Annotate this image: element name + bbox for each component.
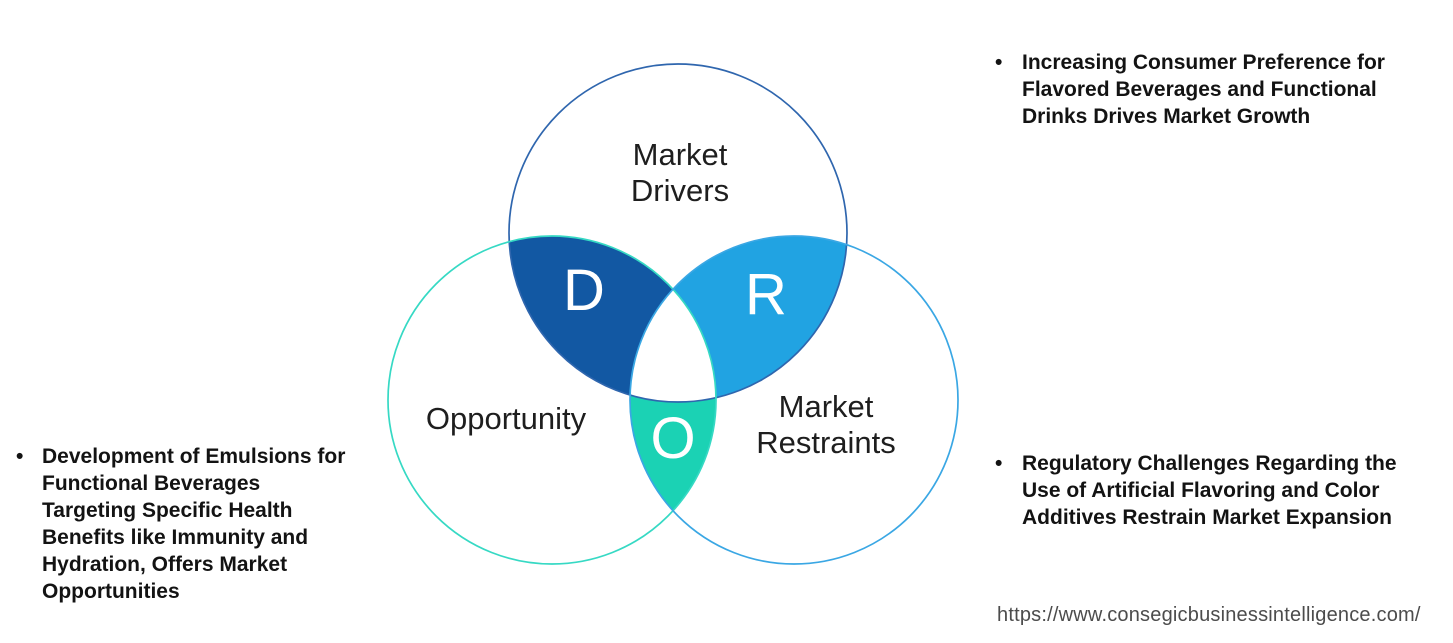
opportunity-bullet-text: Development of Emulsions for Functional … [42, 443, 345, 605]
bullet-line: Hydration, Offers Market [42, 553, 288, 576]
drivers-label: Market Drivers [630, 137, 730, 208]
driver-bullet-text: Increasing Consumer Preference for Flavo… [1022, 49, 1385, 130]
bullet-line: Use of Artificial Flavoring and Color [1022, 479, 1380, 502]
bullet-dot: • [995, 452, 1003, 475]
bullet-line: Increasing Consumer Preference for [1022, 51, 1385, 74]
bullet-line: Flavored Beverages and Functional [1022, 78, 1377, 101]
driver-bullet: • Increasing Consumer Preference for Fla… [995, 49, 1385, 130]
bullet-line: Targeting Specific Health [42, 499, 293, 522]
bullet-line: Development of Emulsions for [42, 445, 346, 468]
bullet-dot: • [995, 51, 1003, 74]
circle-restraints [629, 235, 959, 565]
opportunity-letter: O [650, 405, 696, 471]
restraints-label: Market Restraints [756, 389, 896, 460]
opportunity-label: Opportunity [425, 401, 587, 436]
bullet-line: Functional Beverages [42, 472, 261, 495]
restraints-letter: R [745, 261, 787, 327]
bullet-line: Drinks Drives Market Growth [1022, 105, 1311, 128]
circle-drivers [508, 63, 848, 403]
bullet-line: Additives Restrain Market Expansion [1022, 506, 1392, 529]
opportunity-bullet: • Development of Emulsions for Functiona… [16, 443, 345, 605]
drivers-letter: D [563, 257, 605, 323]
bullet-line: Regulatory Challenges Regarding the [1022, 452, 1397, 475]
bullet-dot: • [16, 445, 24, 468]
bullet-line: Benefits like Immunity and [42, 526, 309, 549]
restraint-bullet-text: Regulatory Challenges Regarding the Use … [1022, 450, 1397, 531]
circle-opportunity [387, 235, 717, 565]
restraint-bullet: • Regulatory Challenges Regarding the Us… [995, 450, 1397, 531]
source-url-link[interactable]: https://www.consegicbusinessintelligence… [997, 604, 1421, 626]
bullet-line: Opportunities [42, 580, 180, 603]
